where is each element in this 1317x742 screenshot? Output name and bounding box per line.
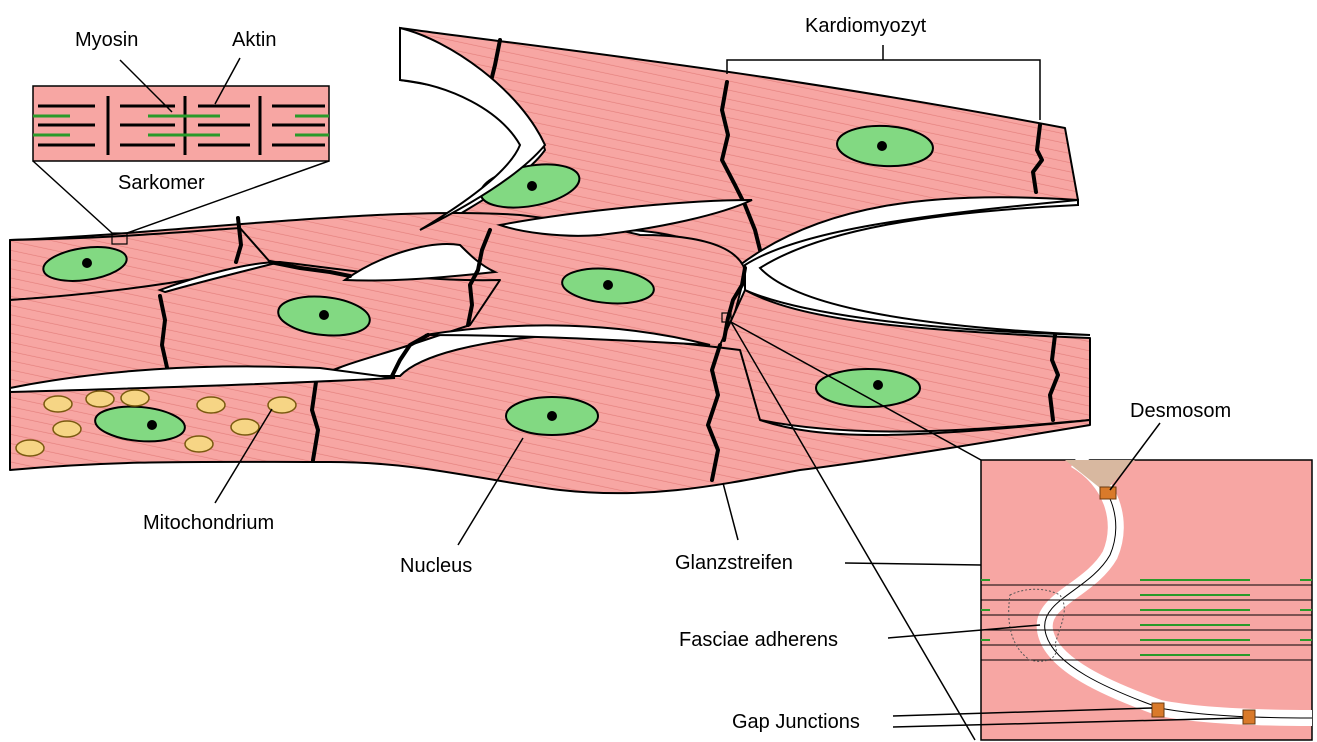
label-sarkomer: Sarkomer	[118, 172, 205, 194]
label-fasciae-adherens: Fasciae adherens	[679, 629, 838, 651]
label-aktin: Aktin	[232, 29, 276, 51]
label-nucleus: Nucleus	[400, 555, 472, 577]
label-myosin: Myosin	[75, 29, 138, 51]
glanzstreifen-detail-inset	[981, 460, 1312, 740]
label-desmosom: Desmosom	[1130, 400, 1231, 422]
label-mitochondrium: Mitochondrium	[143, 512, 274, 534]
cell-right	[720, 290, 1090, 432]
label-gap-junctions: Gap Junctions	[732, 711, 860, 733]
label-kardiomyozyt: Kardiomyozyt	[805, 15, 927, 37]
label-glanzstreifen: Glanzstreifen	[675, 552, 793, 574]
